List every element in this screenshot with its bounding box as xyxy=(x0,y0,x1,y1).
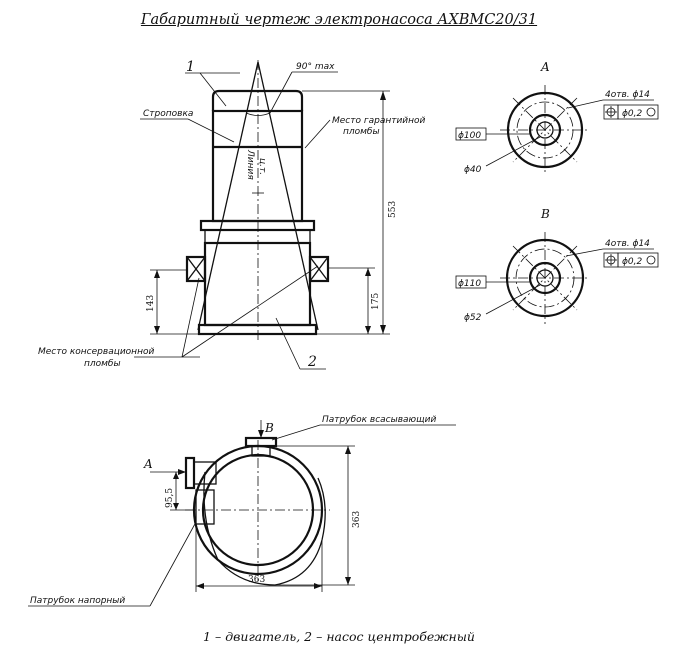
plan-arrow-a: A xyxy=(143,457,153,471)
view-b-inner-diameter: ϕ52 xyxy=(464,313,482,323)
plan-view: B A 95,5 363 363 xyxy=(28,415,456,607)
label-position-2: 2 xyxy=(307,354,317,370)
label-warranty-seal-2: пломбы xyxy=(343,127,380,137)
dim-95-5: 95,5 xyxy=(165,488,175,508)
dim-143: 143 xyxy=(146,295,156,312)
label-angle: 90° max xyxy=(296,62,335,72)
plan-discharge-body xyxy=(195,489,215,525)
view-a-outer-diameter: ϕ100 xyxy=(458,131,481,141)
plan-suction-flange xyxy=(244,436,278,448)
front-elevation: 1 2 90° max Строповка Место гарантийной … xyxy=(38,59,426,370)
discharge-nozzle-right xyxy=(308,255,330,283)
suction-nozzle-left xyxy=(185,255,207,283)
motor-flange xyxy=(199,219,316,232)
pump-housing xyxy=(203,241,312,327)
label-conservation-seal-1: Место консервационной xyxy=(38,347,154,357)
view-a-holes: 4отв. ϕ14 xyxy=(605,90,650,100)
sling-left xyxy=(197,61,259,331)
drawing-caption: 1 – двигатель, 2 – насос центробежный xyxy=(203,629,475,644)
view-b-tolerance: ϕ0,2 xyxy=(622,257,643,267)
label-slinging: Строповка xyxy=(143,109,193,119)
label-line-1: Линия xyxy=(245,149,255,180)
pump-base-flange xyxy=(197,323,318,336)
label-position-1: 1 xyxy=(186,59,195,75)
label-warranty-seal-1: Место гарантийной xyxy=(332,116,426,126)
view-b-outer-diameter: ϕ110 xyxy=(458,279,481,289)
label-suction-pipe: Патрубок всасывающий xyxy=(322,415,436,425)
view-a-tolerance: ϕ0,2 xyxy=(622,109,643,119)
dim-plan-width: 363 xyxy=(248,575,265,585)
view-b-holes: 4отв. ϕ14 xyxy=(605,239,650,249)
label-line-2: ц.т. xyxy=(257,158,267,175)
sling-right xyxy=(257,61,319,331)
plan-discharge-flange xyxy=(184,456,196,490)
label-discharge-pipe: Патрубок напорный xyxy=(30,596,125,606)
plan-arrow-b: B xyxy=(264,421,274,435)
motor-top-cap xyxy=(211,89,304,111)
dim-plan-height: 363 xyxy=(352,511,362,528)
view-b: B 4отв. ϕ14 ϕ0,2 ϕ110 ϕ52 xyxy=(455,207,659,324)
bracket xyxy=(204,229,311,244)
dim-553: 553 xyxy=(388,201,398,218)
view-a-label: A xyxy=(540,60,550,74)
drawing-title: Габаритный чертеж электронасоса АХВМС20/… xyxy=(140,12,538,28)
view-a: A 4отв. ϕ14 ϕ0,2 ϕ100 ϕ40 xyxy=(455,60,659,175)
view-a-inner-diameter: ϕ40 xyxy=(464,165,482,175)
label-conservation-seal-2: пломбы xyxy=(84,359,121,369)
view-b-label: B xyxy=(540,207,550,221)
dim-175: 175 xyxy=(371,293,381,310)
